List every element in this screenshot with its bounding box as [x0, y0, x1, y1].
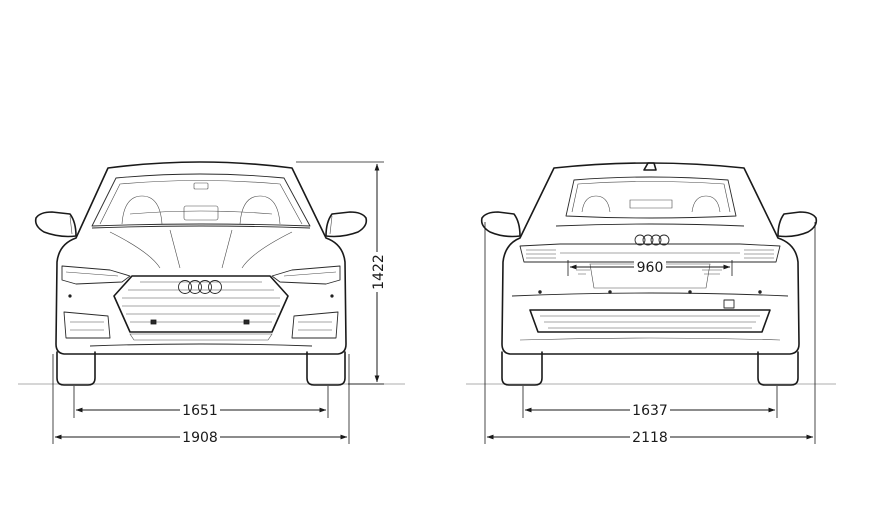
- height-label: 1422: [371, 254, 387, 290]
- rear-width-label: 2118: [632, 430, 668, 446]
- front-view-car: [34, 161, 368, 386]
- rear-track-label: 1637: [632, 403, 668, 419]
- rear-view-car: [480, 162, 818, 386]
- front-width-label: 1908: [182, 430, 218, 446]
- front-track-label: 1651: [182, 403, 218, 419]
- rear-opening-label: 960: [637, 260, 664, 276]
